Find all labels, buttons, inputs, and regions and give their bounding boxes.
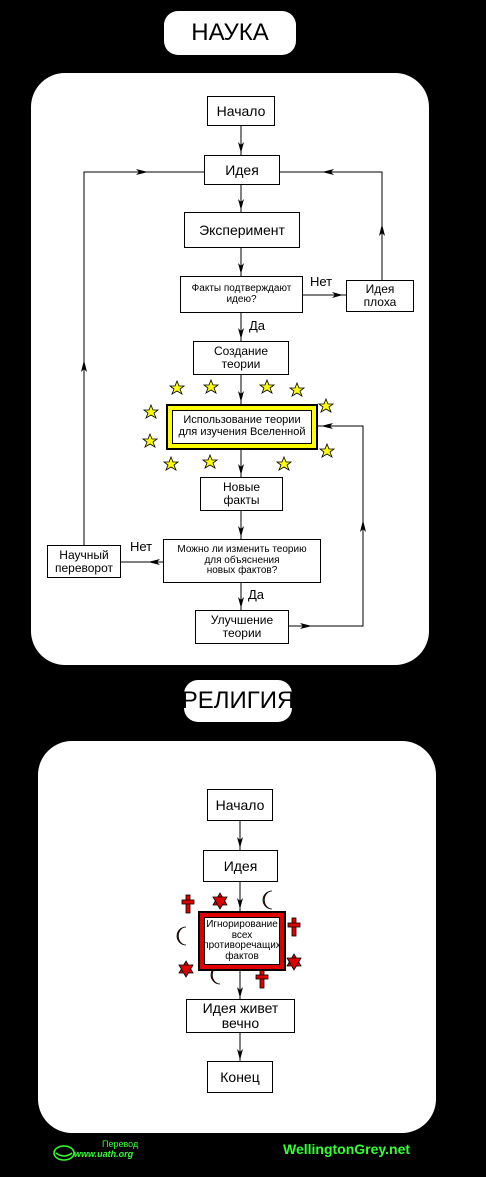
star-icon	[258, 378, 276, 394]
star-of-david-icon	[212, 896, 228, 910]
star-icon	[275, 455, 293, 471]
star-of-david-icon	[286, 957, 302, 971]
star-of-david-icon	[178, 964, 194, 978]
create-theory-box: Создание теории	[193, 341, 289, 375]
star-icon	[318, 442, 336, 458]
translation-label: Перевод	[102, 1139, 139, 1149]
end-box: Конец	[207, 1061, 273, 1093]
facts-confirm-box: Факты подтверждают идею?	[180, 276, 303, 313]
improve-theory-box: Улучшение теории	[195, 610, 289, 644]
star-icon	[168, 379, 186, 395]
crescent-icon	[262, 890, 273, 910]
cross-icon	[181, 894, 195, 914]
star-icon	[317, 397, 335, 413]
experiment-box: Эксперимент	[184, 212, 300, 248]
translation-site-link[interactable]: www.uath.org	[74, 1149, 134, 1159]
science-stars	[141, 378, 336, 471]
use-theory-box: Использование теории для изучения Вселен…	[166, 404, 318, 450]
science-start-box: Начало	[207, 96, 275, 126]
science-title: НАУКА	[164, 11, 296, 55]
ignore-facts-box: Игнорирование всех противоречащих фактов	[198, 911, 286, 971]
star-icon	[288, 381, 306, 397]
science-idea-box: Идея	[204, 155, 280, 185]
star-icon	[202, 378, 220, 394]
star-icon	[141, 432, 159, 448]
no-label-1: Нет	[310, 274, 333, 289]
star-icon	[142, 403, 160, 419]
revolution-box: Научный переворот	[47, 545, 121, 578]
star-icon	[162, 455, 180, 471]
credit-link[interactable]: WellingtonGrey.net	[283, 1141, 411, 1157]
can-change-box: Можно ли изменить теорию для объяснения …	[163, 539, 321, 583]
new-facts-box: Новые факты	[200, 477, 283, 511]
religion-idea-box: Идея	[203, 850, 278, 882]
religion-symbols	[176, 890, 302, 989]
lives-forever-box: Идея живет вечно	[186, 999, 295, 1033]
cross-icon	[287, 917, 301, 937]
no-label-2: Нет	[130, 539, 153, 554]
religion-title: РЕЛИГИЯ	[182, 680, 294, 722]
crescent-icon	[176, 926, 187, 946]
star-icon	[201, 453, 219, 469]
yes-label-1: Да	[249, 318, 266, 333]
yes-label-2: Да	[248, 587, 265, 602]
bad-idea-box: Идея плоха	[346, 280, 414, 312]
religion-start-box: Начало	[207, 789, 273, 821]
